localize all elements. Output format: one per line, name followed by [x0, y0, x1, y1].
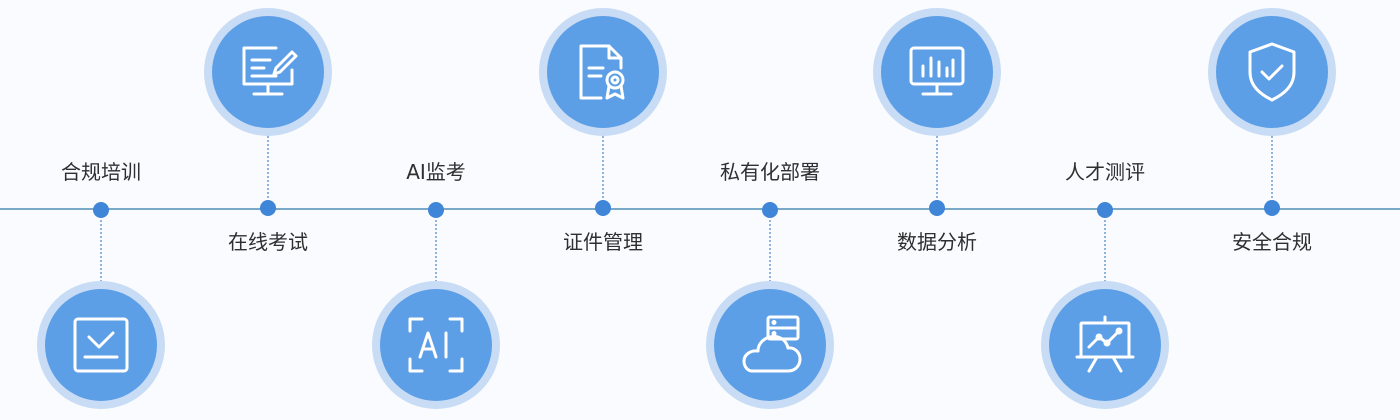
- timeline-line: [0, 208, 1400, 210]
- timeline-node: [595, 200, 611, 216]
- connector: [602, 136, 604, 198]
- timeline-node: [929, 200, 945, 216]
- security-compliance-feature: [1208, 8, 1336, 136]
- computer-edit-icon: [242, 46, 298, 96]
- label-talent-assessment: 人才测评: [1065, 160, 1145, 184]
- label-compliance-training: 合规培训: [61, 160, 141, 184]
- label-data-analysis: 数据分析: [897, 230, 977, 254]
- timeline-node: [260, 200, 276, 216]
- connector: [1271, 136, 1273, 198]
- timeline-node: [762, 202, 778, 218]
- cloud-server-icon: [742, 315, 802, 373]
- connector: [1104, 220, 1106, 282]
- ai-scan-icon: [408, 317, 464, 373]
- data-analysis-feature: [873, 8, 1001, 136]
- connector: [267, 136, 269, 198]
- label-security-compliance: 安全合规: [1232, 230, 1312, 254]
- talent-assessment-feature: [1041, 281, 1169, 409]
- connector: [769, 220, 771, 282]
- connector: [435, 220, 437, 282]
- ai-proctoring-feature: [372, 281, 500, 409]
- label-ai-proctoring: AI监考: [406, 160, 466, 184]
- shield-check-icon: [1248, 42, 1296, 102]
- compliance-training-feature: [37, 281, 165, 409]
- certificate-icon: [579, 44, 625, 100]
- certificate-management-feature: [539, 8, 667, 136]
- timeline-node: [428, 202, 444, 218]
- connector: [100, 220, 102, 282]
- private-deployment-feature: [706, 281, 834, 409]
- timeline-node: [1097, 202, 1113, 218]
- online-exam-feature: [204, 8, 332, 136]
- connector: [936, 136, 938, 198]
- label-certificate-management: 证件管理: [563, 230, 643, 254]
- label-private-deployment: 私有化部署: [720, 160, 820, 184]
- timeline-node: [93, 202, 109, 218]
- presentation-board-icon: [1075, 315, 1135, 373]
- timeline-node: [1264, 200, 1280, 216]
- checkbox-icon: [73, 317, 129, 373]
- bar-chart-monitor-icon: [909, 46, 965, 96]
- label-online-exam: 在线考试: [228, 230, 308, 254]
